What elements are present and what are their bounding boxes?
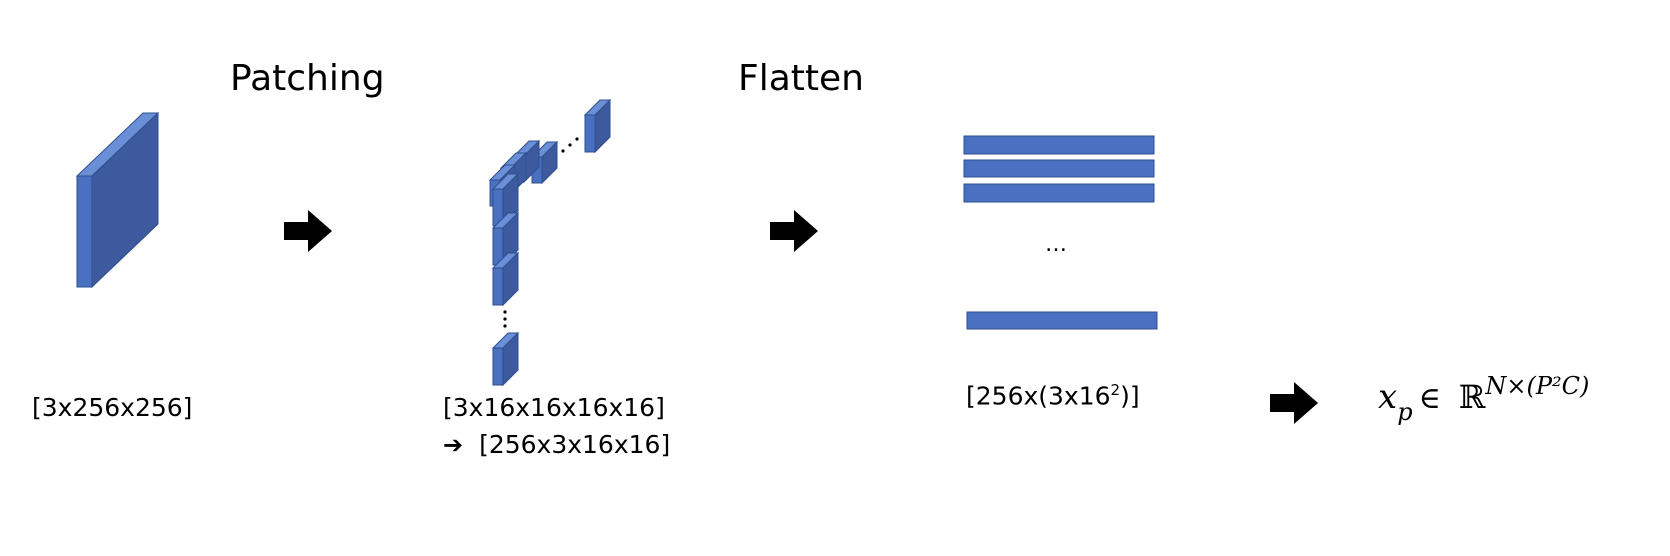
row-ellipsis: … bbox=[1045, 232, 1067, 257]
formula-exponent: N×(P²C) bbox=[1485, 372, 1590, 400]
flattened-row bbox=[963, 183, 1155, 203]
flatten-step-title: Flatten bbox=[738, 58, 864, 99]
formula-real-set: ℝ bbox=[1458, 378, 1486, 416]
patching-step-title: Patching bbox=[230, 58, 385, 99]
arrow-right-icon bbox=[284, 210, 332, 252]
arrow-right-icon bbox=[770, 210, 818, 252]
formula-member-symbol: ∈ bbox=[1418, 381, 1441, 416]
patch-cube bbox=[583, 98, 612, 154]
patch-cube bbox=[491, 331, 520, 387]
flattened-rows bbox=[963, 135, 1158, 330]
patch-cube bbox=[491, 211, 520, 267]
vertical-ellipsis-icon bbox=[503, 310, 507, 328]
patch-cube bbox=[491, 172, 520, 228]
patches-reshaped-dim-label: ➔ [256x3x16x16] bbox=[443, 430, 671, 459]
arrow-right-icon: ➔ bbox=[443, 431, 464, 459]
input-dim-label: [3x256x256] bbox=[32, 393, 193, 422]
input-tensor-block bbox=[75, 111, 160, 289]
diagonal-ellipsis-icon bbox=[561, 137, 579, 153]
formula-variable: x bbox=[1378, 377, 1398, 417]
formula-subscript: p bbox=[1397, 398, 1413, 426]
flattened-row bbox=[966, 311, 1158, 330]
flattened-row bbox=[963, 159, 1155, 178]
patch-embedding-formula: xp∈ ℝN×(P²C) bbox=[1378, 372, 1589, 426]
patch-cubes bbox=[488, 98, 612, 387]
arrow-right-icon bbox=[1270, 382, 1318, 424]
patch-cube bbox=[491, 251, 520, 307]
flattened-row bbox=[963, 135, 1155, 155]
patches-dim-label: [3x16x16x16x16] bbox=[443, 393, 665, 422]
flattened-dim-label: [256x(3x162)] bbox=[966, 381, 1140, 411]
